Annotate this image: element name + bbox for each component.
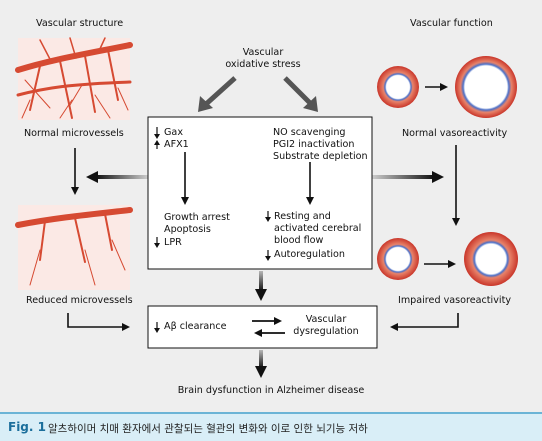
stress-line-2: oxidative stress <box>225 59 301 70</box>
diagram-graphics <box>15 37 518 378</box>
text-gax: Gax <box>164 127 183 138</box>
caption-text: 알츠하이머 치매 환자에서 관찰되는 혈관의 변화와 이로 인한 뇌기능 저하 <box>48 423 368 435</box>
text-outcome: Brain dysfunction in Alzheimer disease <box>177 385 365 396</box>
arrow-stress-right <box>283 76 312 105</box>
figure-caption: Fig. 1 알츠하이머 치매 환자에서 관찰되는 혈관의 변화와 이로 인한 … <box>0 412 542 441</box>
text-autoregulation: Autoregulation <box>274 249 346 260</box>
text-apoptosis: Apoptosis <box>164 224 211 235</box>
stress-line-1: Vascular <box>242 47 284 58</box>
heading-vascular-function: Vascular function <box>410 18 493 29</box>
heading-vascular-structure: Vascular structure <box>36 18 124 29</box>
text-resting-1: Resting and <box>274 211 331 222</box>
arrow-clearance-to-outcome <box>259 350 263 368</box>
vessel-ring-small-impaired <box>377 238 419 280</box>
normal-microvessels-image <box>15 37 133 120</box>
text-no-scavenging: NO scavenging <box>273 127 346 138</box>
text-vascular: Vascular <box>305 314 347 325</box>
label-impaired-vasoreactivity: Impaired vasoreactivity <box>398 295 512 306</box>
vessel-ring-large-normal <box>455 56 517 118</box>
arrow-box-to-structure <box>96 175 148 179</box>
arrow-reduced-to-clearance <box>67 313 130 331</box>
vessel-ring-small-normal <box>377 66 419 108</box>
arrow-box-to-function <box>372 175 434 179</box>
text-lpr: LPR <box>164 237 182 248</box>
text-abeta-clearance: Aβ clearance <box>164 321 227 332</box>
arrow-box-to-clearance <box>259 271 263 291</box>
caption-label: Fig. 1 <box>8 420 46 434</box>
text-substrate-depletion: Substrate depletion <box>273 151 368 162</box>
arrow-stress-left <box>203 76 237 107</box>
label-normal-vasoreactivity: Normal vasoreactivity <box>402 128 508 139</box>
reduced-microvessels-image <box>15 205 133 290</box>
text-pgi2-inactivation: PGI2 inactivation <box>273 139 355 150</box>
text-resting-2: activated cerebral <box>274 223 362 234</box>
text-dysregulation: dysregulation <box>293 326 359 337</box>
text-growth-arrest: Growth arrest <box>164 212 230 223</box>
label-normal-microvessels: Normal microvessels <box>24 128 124 139</box>
vessel-ring-large-impaired <box>464 232 518 286</box>
arrow-impaired-to-clearance <box>390 313 459 331</box>
label-reduced-microvessels: Reduced microvessels <box>26 295 133 306</box>
text-afx1: AFX1 <box>164 139 189 150</box>
text-resting-3: blood flow <box>274 235 324 246</box>
clearance-box <box>147 305 378 349</box>
